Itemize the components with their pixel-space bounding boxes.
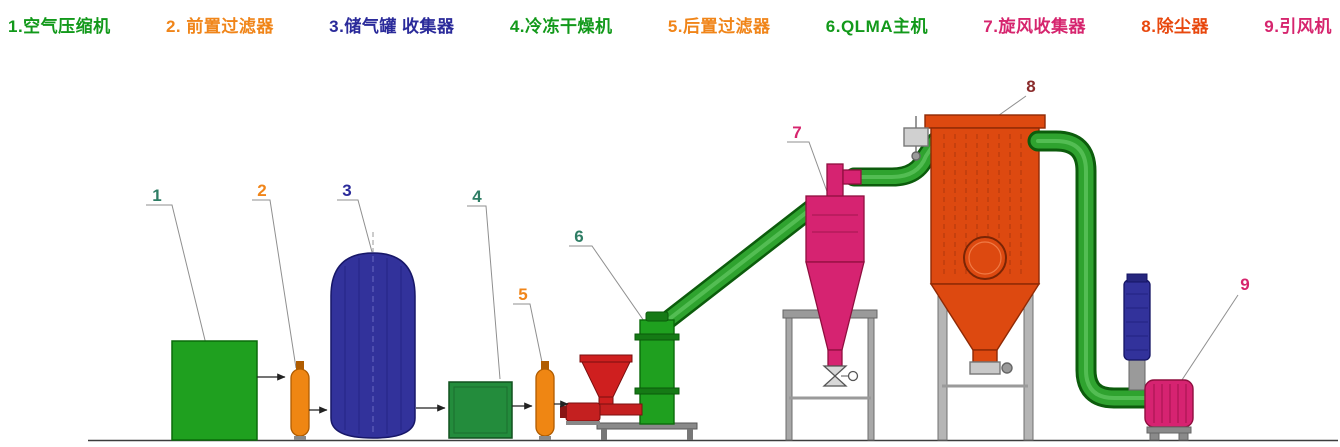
legend-item-air-compressor: 1.空气压缩机: [8, 17, 111, 36]
post-filter: [535, 361, 555, 440]
screw-feeder: [598, 403, 643, 416]
dust-collector: [903, 114, 1046, 375]
storage-tank: [330, 232, 416, 439]
callout-6: 6: [574, 227, 583, 246]
qlma-mill: [560, 311, 698, 440]
feeder-motor: [565, 402, 601, 422]
feed-hopper-rim: [579, 354, 633, 363]
legend-item-freeze-dryer: 4.冷冻干燥机: [509, 17, 613, 36]
cyclone-collector: [805, 163, 865, 387]
legend-item-dust-collector: 8.除尘器: [1141, 17, 1209, 36]
callout-5: 5: [518, 285, 527, 304]
legend-item-qlma-host: 6.QLMA主机: [825, 17, 929, 36]
pipe-mill-to-cyclone: [649, 195, 826, 337]
flow-arrows: [257, 373, 569, 414]
legend-item-pre-filter: 2. 前置过滤器: [165, 17, 274, 36]
legend: 1.空气压缩机 2. 前置过滤器 3.储气罐 收集器 4.冷冻干燥机 5.后置过…: [0, 12, 1340, 37]
callout-8: 8: [1026, 77, 1035, 96]
callout-2: 2: [257, 181, 266, 200]
fan-stack: [1123, 279, 1151, 361]
callout-4: 4: [472, 187, 482, 206]
freeze-dryer: [448, 381, 513, 439]
air-compressor: [171, 340, 258, 441]
feed-hopper: [581, 361, 631, 398]
callout-7: 7: [792, 123, 801, 142]
legend-item-induced-fan: 9.引风机: [1264, 17, 1332, 36]
induced-draft-fan: [1123, 273, 1194, 441]
pre-filter: [290, 361, 310, 440]
callout-9: 9: [1240, 275, 1249, 294]
pipe-collector-to-fan: [1027, 130, 1159, 409]
hoist-device: [903, 116, 929, 161]
legend-item-post-filter: 5.后置过滤器: [667, 17, 771, 36]
manhole: [963, 236, 1007, 280]
leader-lines: [146, 95, 1239, 390]
pipe-cyclone-to-collector: [844, 131, 946, 187]
legend-item-storage-tank: 3.储气罐 收集器: [329, 17, 455, 36]
callout-3: 3: [342, 181, 351, 200]
callout-1: 1: [152, 186, 161, 205]
legend-item-cyclone-collector: 7.旋风收集器: [983, 17, 1086, 36]
